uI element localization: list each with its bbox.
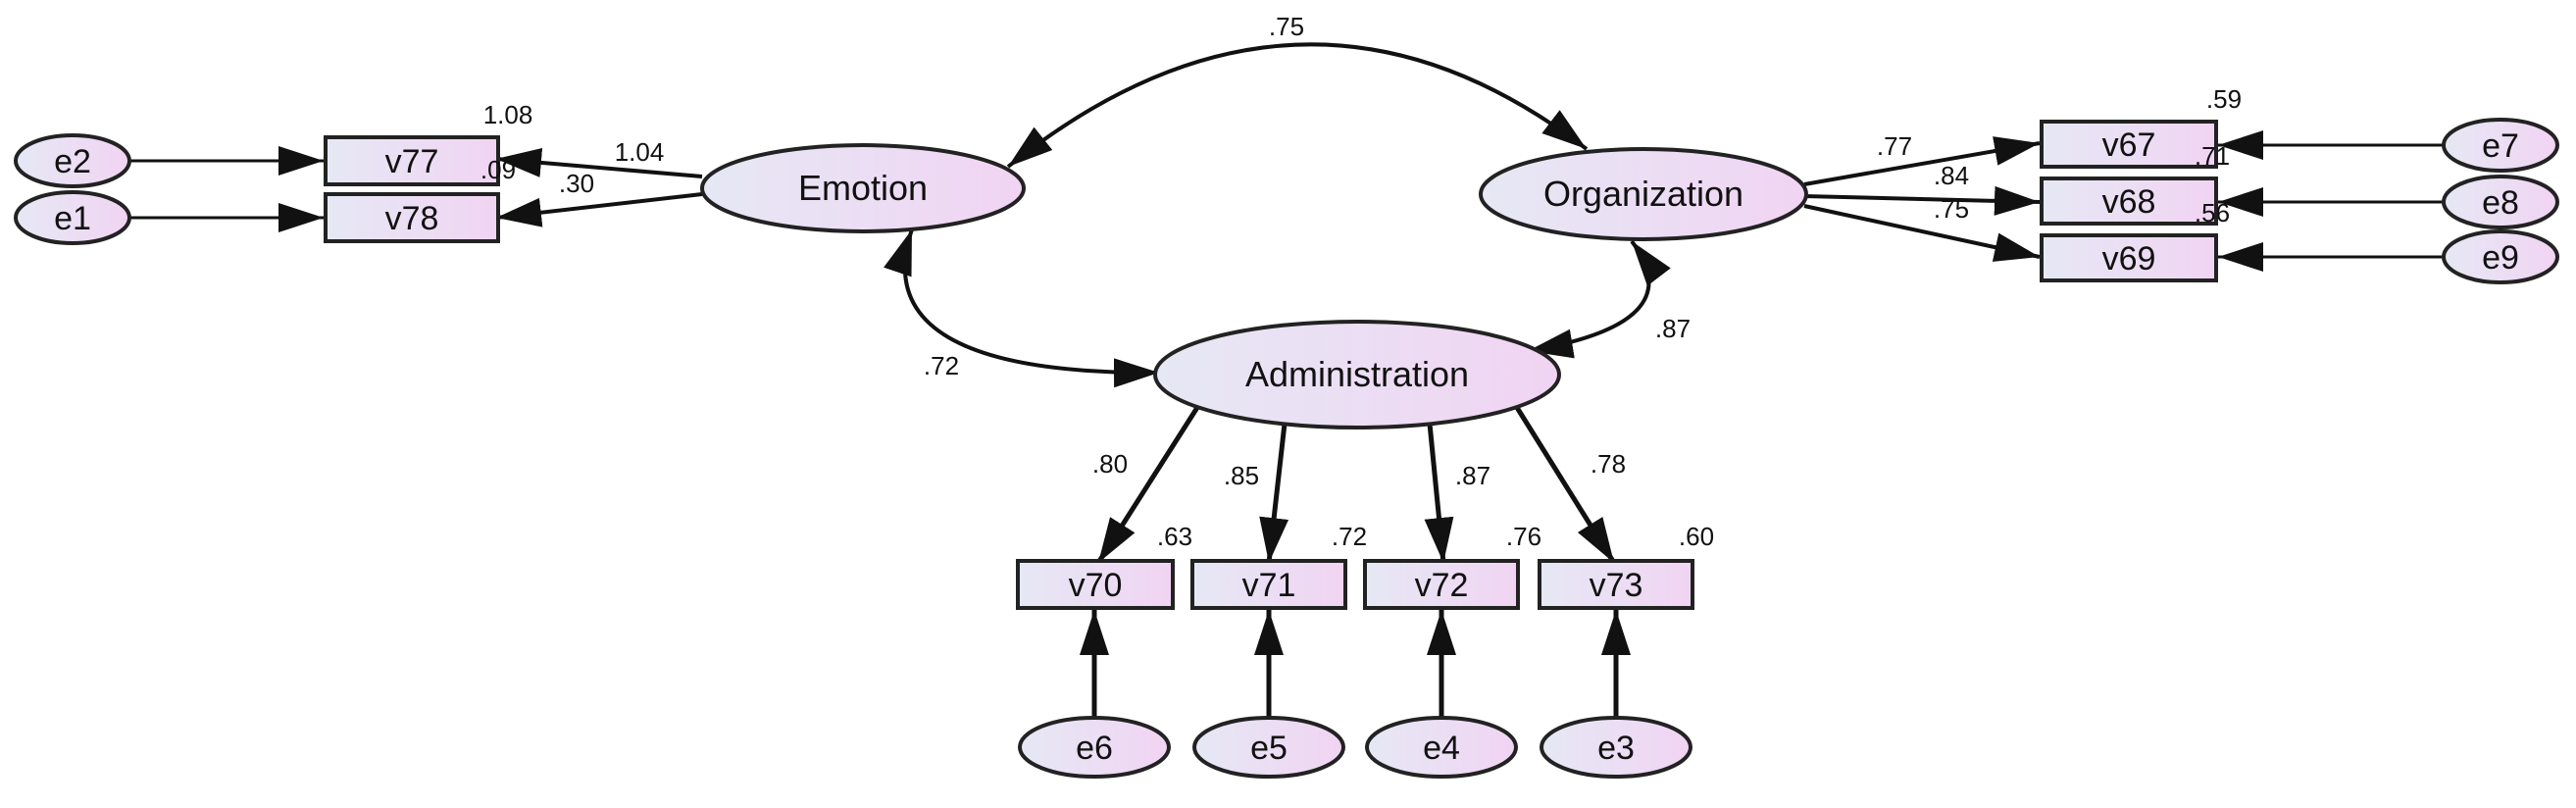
observed-variable-label: v71 <box>1242 567 1296 604</box>
error-term-e1[interactable]: e1 <box>14 190 131 245</box>
latent-factor-administration[interactable]: Administration <box>1153 320 1561 429</box>
error-term-e8[interactable]: e8 <box>2442 175 2559 229</box>
loading-arrow-emotion-v77 <box>495 147 703 178</box>
r-squared-v73: .60 <box>1679 522 1714 551</box>
error-term-label: e8 <box>2482 184 2519 222</box>
observed-variable-label: v70 <box>1069 567 1123 604</box>
loading-value-v71: .85 <box>1224 461 1259 490</box>
loading-value-v77: 1.04 <box>615 137 665 167</box>
loading-arrow-organization-v67 <box>1803 136 2041 186</box>
correlation-curve-emotion-administration <box>884 228 1160 388</box>
correlation-value-emotion-organization: .75 <box>1269 12 1304 41</box>
loading-arrow-administration-v72 <box>1424 423 1454 564</box>
error-term-e4[interactable]: e4 <box>1365 716 1518 779</box>
error-term-label: e9 <box>2482 239 2519 277</box>
loading-value-v73: .78 <box>1591 449 1626 479</box>
observed-variable-v73[interactable]: v73 <box>1538 559 1694 610</box>
error-term-label: e3 <box>1597 730 1635 767</box>
error-term-e9[interactable]: e9 <box>2442 229 2559 284</box>
latent-factor-emotion[interactable]: Emotion <box>700 143 1026 233</box>
observed-variable-v68[interactable]: v68 <box>2040 177 2218 226</box>
observed-variable-label: v78 <box>385 200 439 237</box>
observed-variable-v71[interactable]: v71 <box>1190 559 1347 610</box>
r-squared-v78: .09 <box>480 155 516 184</box>
loading-arrow-emotion-v78 <box>495 192 703 227</box>
observed-variable-v67[interactable]: v67 <box>2040 120 2218 169</box>
observed-variable-label: v69 <box>2102 240 2156 278</box>
error-term-e3[interactable]: e3 <box>1540 716 1692 779</box>
r-squared-v67: .59 <box>2206 84 2242 114</box>
correlation-curve-organization-administration <box>1527 239 1671 359</box>
loading-arrow-group <box>495 136 2041 565</box>
observed-variable-label: v77 <box>385 143 439 180</box>
r-squared-v69: .56 <box>2195 198 2230 227</box>
observed-variable-label: v72 <box>1415 567 1469 604</box>
r-squared-v71: .72 <box>1332 522 1367 551</box>
coefficient-label-group: .75 .72 .87 1.08 1.04 .09 .30 .77 .84 .7… <box>480 12 2242 551</box>
observed-variable-label: v68 <box>2102 183 2156 221</box>
error-term-label: e6 <box>1076 730 1113 767</box>
observed-variable-label: v73 <box>1590 567 1643 604</box>
loading-value-v69: .75 <box>1934 194 1969 224</box>
latent-factor-organization[interactable]: Organization <box>1479 147 1808 241</box>
loading-value-v68: .84 <box>1934 161 1969 190</box>
r-squared-v77: 1.08 <box>483 100 533 129</box>
loading-arrow-administration-v73 <box>1513 404 1617 565</box>
latent-factor-label: Organization <box>1543 174 1743 214</box>
loading-arrow-administration-v70 <box>1095 404 1201 565</box>
error-term-label: e7 <box>2482 127 2519 165</box>
latent-factor-label: Emotion <box>798 168 928 208</box>
r-squared-v68: .71 <box>2195 141 2230 171</box>
error-term-label: e2 <box>54 143 91 180</box>
error-term-e7[interactable]: e7 <box>2442 118 2559 173</box>
error-term-label: e4 <box>1423 730 1460 767</box>
correlation-curve-emotion-organization <box>1006 42 1589 169</box>
error-arrow-group <box>129 130 2444 722</box>
loading-arrow-organization-v69 <box>1803 204 2041 262</box>
r-squared-v70: .63 <box>1157 522 1192 551</box>
observed-variable-v77[interactable]: v77 <box>324 135 500 186</box>
error-term-label: e5 <box>1250 730 1288 767</box>
observed-variable-v70[interactable]: v70 <box>1016 559 1175 610</box>
observed-variable-label: v67 <box>2102 126 2156 164</box>
error-term-e6[interactable]: e6 <box>1018 716 1171 779</box>
error-term-label: e1 <box>54 200 91 237</box>
correlation-value-emotion-administration: .72 <box>924 351 959 380</box>
correlation-group <box>884 42 1671 388</box>
r-squared-v72: .76 <box>1506 522 1541 551</box>
loading-arrow-organization-v68 <box>1803 185 2041 216</box>
error-term-e5[interactable]: e5 <box>1192 716 1345 779</box>
loading-arrow-administration-v71 <box>1259 423 1289 564</box>
observed-variable-v78[interactable]: v78 <box>324 192 500 243</box>
loading-value-v70: .80 <box>1092 449 1128 479</box>
observed-variable-v72[interactable]: v72 <box>1363 559 1520 610</box>
error-term-e2[interactable]: e2 <box>14 133 131 188</box>
latent-factor-label: Administration <box>1245 354 1469 394</box>
correlation-value-organization-administration: .87 <box>1655 314 1691 343</box>
loading-value-v72: .87 <box>1455 461 1490 490</box>
loading-value-v67: .77 <box>1877 131 1912 161</box>
observed-variable-v69[interactable]: v69 <box>2040 233 2218 282</box>
loading-value-v78: .30 <box>559 169 594 198</box>
